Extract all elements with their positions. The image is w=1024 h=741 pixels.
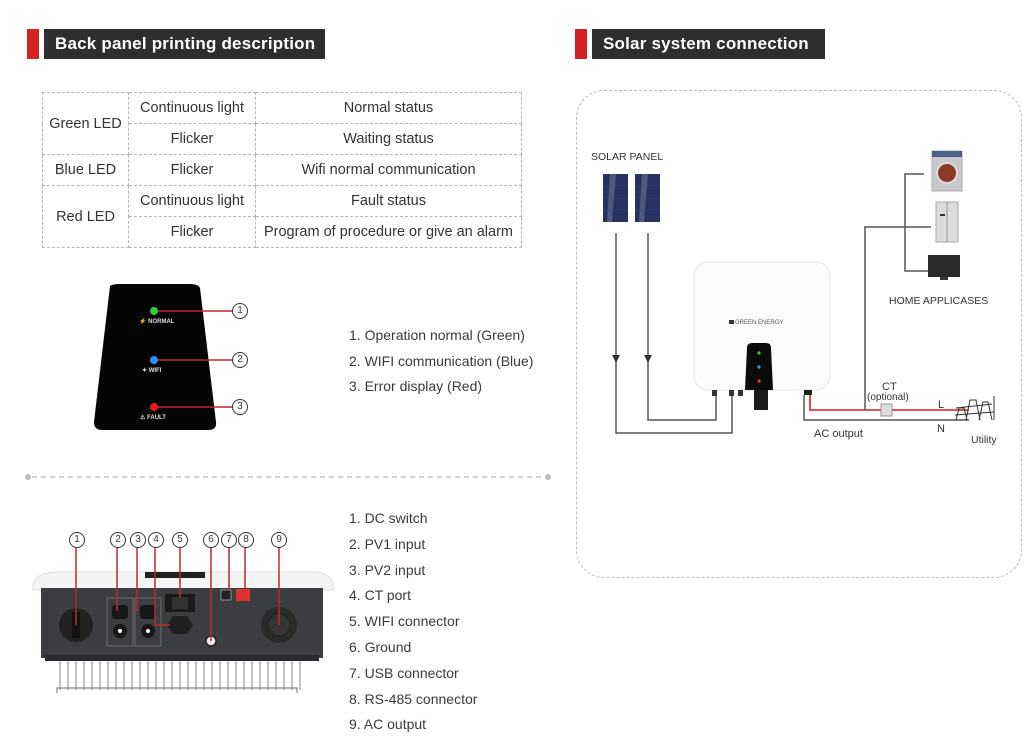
- led-meaning-cell: Wifi normal communication: [255, 154, 522, 186]
- port-callout-8: 8: [238, 532, 254, 548]
- led-mode-cell: Flicker: [128, 216, 256, 248]
- home-appliances-label: HOME APPLICASES: [889, 295, 989, 307]
- indicator-panel-illustration: ⚡ NORMAL ✦ WIFI ⚠ FAULT: [94, 284, 232, 430]
- led-mode-cell: Continuous light: [128, 185, 256, 217]
- usb-connector: [220, 589, 232, 601]
- inverter-illustration: [693, 261, 831, 410]
- led-meaning-cell: Fault status: [255, 185, 522, 217]
- list-item: 7. USB connector: [349, 664, 459, 681]
- port-callout-5: 5: [172, 532, 188, 548]
- list-item: 6. Ground: [349, 638, 412, 655]
- led-mode-cell: Flicker: [128, 154, 256, 186]
- normal-label: ⚡ NORMAL: [139, 317, 175, 325]
- port-list: 1. DC switch 2. PV1 input 3. PV2 input 4…: [349, 506, 477, 738]
- fault-label: ⚠ FAULT: [140, 414, 166, 421]
- led-status-table: Green LED Continuous light Normal status…: [42, 92, 522, 248]
- table-row: Green LED Continuous light Normal status: [42, 92, 522, 155]
- led-mode-cell: Continuous light: [128, 92, 256, 124]
- indicator-list: 1. Operation normal (Green) 2. WIFI comm…: [349, 323, 533, 400]
- ct-label: CT: [882, 381, 897, 393]
- washing-machine-icon: [931, 150, 963, 192]
- led-name-cell: Blue LED: [42, 154, 129, 186]
- led-meaning-cell: Waiting status: [255, 123, 522, 155]
- list-item: 1. DC switch: [349, 510, 428, 526]
- led-mode-cell: Flicker: [128, 123, 256, 155]
- neutral-line-label: N: [937, 423, 945, 435]
- ct-sensor-icon: [880, 403, 893, 417]
- callout-lines: [75, 548, 280, 641]
- list-item: 1. Operation normal (Green): [349, 327, 525, 343]
- connection-diagram-frame: [576, 90, 1022, 578]
- list-item: 5. WIFI connector: [349, 613, 460, 630]
- arrow-down-icon: [612, 355, 620, 363]
- led-meaning-cell: Normal status: [255, 92, 522, 124]
- connection-diagram: GREEN ENERGY: [603, 150, 995, 434]
- green-led: [150, 307, 158, 315]
- port-callout-4: 4: [148, 532, 164, 548]
- ct-optional-label: (optional): [867, 392, 909, 403]
- section-divider: [25, 474, 551, 480]
- led-name-cell: Red LED: [42, 185, 129, 248]
- list-item: 9. AC output: [349, 716, 427, 733]
- live-wire: [809, 395, 969, 411]
- list-item: 8. RS-485 connector: [349, 690, 478, 707]
- table-row: Flicker Program of procedure or give an …: [43, 216, 522, 248]
- ac-output-label: AC output: [814, 428, 863, 440]
- solar-panel-icon: [603, 174, 660, 222]
- section-header-solar-connection: Solar system connection: [575, 29, 825, 59]
- inverter-bottom-view: [32, 548, 334, 693]
- list-item: 3. PV2 input: [349, 561, 426, 578]
- callout-3: 3: [232, 399, 248, 415]
- table-row: Red LED Continuous light Fault status: [42, 185, 522, 248]
- port-callout-2: 2: [110, 532, 126, 548]
- inverter-cover: [32, 571, 334, 591]
- home-wires: [864, 173, 931, 410]
- utility-label: Utility: [971, 434, 997, 446]
- list-item: 4. CT port: [349, 587, 411, 604]
- table-row: Flicker Waiting status: [43, 123, 522, 155]
- section-title: Solar system connection: [592, 29, 825, 59]
- accent-bar: [575, 29, 587, 59]
- port-callout-1: 1: [69, 532, 85, 548]
- accent-bar: [27, 29, 39, 59]
- blue-led: [150, 356, 158, 364]
- neutral-wire: [803, 395, 969, 421]
- led-meaning-cell: Program of procedure or give an alarm: [255, 216, 522, 248]
- callout-1: 1: [232, 303, 248, 319]
- wifi-label: ✦ WIFI: [142, 367, 162, 374]
- pv1-connector: [112, 605, 128, 619]
- port-callout-3: 3: [130, 532, 146, 548]
- list-item: 2. PV1 input: [349, 535, 426, 552]
- television-icon: [928, 255, 960, 280]
- utility-tower-icon: [954, 396, 995, 421]
- list-item: 2. WIFI communication (Blue): [349, 352, 534, 369]
- callout-2: 2: [232, 352, 248, 368]
- port-callout-9: 9: [271, 532, 287, 548]
- ct-port: [167, 616, 193, 634]
- led-name-cell: Green LED: [42, 92, 129, 155]
- arrow-down-icon: [644, 355, 652, 363]
- rs485-connector: [236, 589, 250, 601]
- solar-panel-label: SOLAR PANEL: [591, 151, 664, 163]
- brand-label: GREEN ENERGY: [735, 320, 783, 326]
- table-row: Blue LED Flicker Wifi normal communicati…: [42, 154, 522, 186]
- section-header-back-panel: Back panel printing description: [27, 29, 326, 59]
- port-callout-7: 7: [221, 532, 237, 548]
- dc-wires: [615, 233, 733, 434]
- list-item: 3. Error display (Red): [349, 378, 483, 394]
- section-title: Back panel printing description: [44, 29, 326, 59]
- heatsink-fins: [59, 656, 301, 690]
- refrigerator-icon: [935, 201, 959, 243]
- port-callout-6: 6: [203, 532, 219, 548]
- live-line-label: L: [938, 399, 945, 411]
- red-led: [150, 403, 158, 411]
- pv2-connector: [140, 605, 156, 619]
